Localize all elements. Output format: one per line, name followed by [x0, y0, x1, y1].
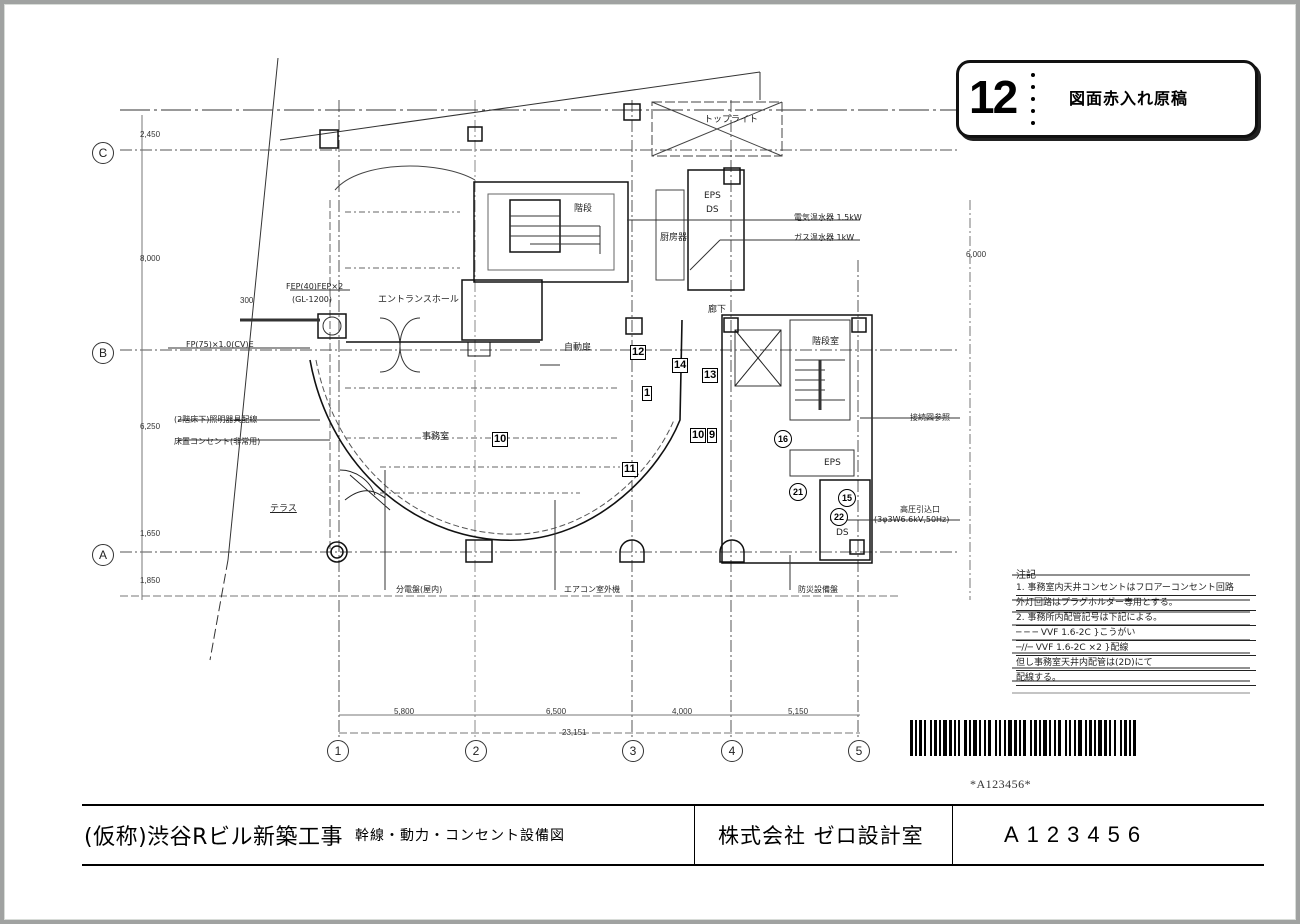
- note-line: ─ ─ ─ VVF 1.6-2C }こうがい: [1016, 626, 1256, 641]
- note-line: ─//─ VVF 1.6-2C ×2 }配線: [1016, 641, 1256, 656]
- tag-11: 11: [622, 462, 638, 477]
- barcode: [910, 720, 1250, 756]
- dim-row-top: 2,450: [140, 130, 161, 139]
- grid-bubble-C: C: [92, 142, 114, 164]
- tag-10: 10: [492, 432, 509, 447]
- tag-1: 1: [642, 386, 653, 401]
- label-ds-2: DS: [836, 528, 849, 538]
- note-hv-incoming-sub: (3φ3W6.6kV,50Hz): [874, 515, 950, 524]
- dim-total: 23,151: [562, 728, 587, 737]
- title-block-project-cell: (仮称)渋谷Rビル新築工事 幹線・動力・コンセント設備図: [82, 806, 695, 864]
- revision-badge: 12 図面赤入れ原稿: [956, 60, 1258, 138]
- tag-12: 12: [630, 345, 647, 360]
- note-line: 2. 事務所内配管記号は下記による。: [1016, 611, 1256, 626]
- company-name: 株式会社 ゼロ設計室: [718, 824, 924, 848]
- note-wall-1: (2階床下)照明器具配線: [174, 415, 258, 424]
- title-block-company-cell: 株式会社 ゼロ設計室: [694, 806, 953, 864]
- tag-14: 14: [672, 358, 689, 373]
- dim-row-ba: 6,250: [140, 422, 161, 431]
- label-corridor: 廊下: [708, 305, 727, 315]
- dim-row-a2: 1,850: [140, 576, 161, 585]
- note-gas-heater: ガス温水器 1kW: [794, 233, 855, 242]
- grid-bubble-4: 4: [721, 740, 743, 762]
- tag-15: 15: [838, 489, 856, 507]
- note-hv-incoming: 高圧引込口: [900, 505, 940, 514]
- label-stair-2: 階段室: [812, 337, 840, 347]
- barcode-text: *A123456*: [970, 777, 1032, 791]
- note-bottom-3: 防災設備盤: [798, 585, 838, 594]
- note-wall-2: 床置コンセント(非常用): [174, 437, 261, 446]
- label-terrace: テラス: [270, 504, 297, 514]
- tag-10b: 10: [690, 428, 707, 443]
- title-block-number-cell: A123456: [952, 806, 1264, 864]
- tag-22: 22: [830, 508, 848, 526]
- label-stair-1: 階段: [574, 204, 593, 214]
- tag-9: 9: [707, 428, 718, 443]
- drawing-sheet: C B A 1 2 3 4 5 5,800 6,500 4,000 5,150 …: [4, 4, 1296, 920]
- grid-bubble-A: A: [92, 544, 114, 566]
- note-line: 配線する。: [1016, 671, 1256, 686]
- drawing-title: 幹線・動力・コンセント設備図: [354, 828, 565, 844]
- note-bottom-1: 分電盤(屋内): [396, 585, 443, 594]
- note-conduit-1-sub: (GL-1200): [292, 295, 333, 304]
- dim-span-3-4: 4,000: [672, 707, 693, 716]
- sheet-edge: [4, 4, 1296, 920]
- badge-label: 図面赤入れ原稿: [1069, 89, 1189, 108]
- dim-span-4-5: 5,150: [788, 707, 809, 716]
- dim-span-2-3: 6,500: [546, 707, 567, 716]
- dim-top-left: 300: [240, 296, 254, 305]
- floor-plan: [120, 57, 1250, 740]
- note-bottom-2: エアコン室外機: [564, 585, 620, 594]
- dim-span-1-2: 5,800: [394, 707, 415, 716]
- badge-dots: [1031, 73, 1035, 125]
- tag-21: 21: [789, 483, 807, 501]
- dim-row-cb: 8,000: [140, 254, 161, 263]
- label-entrance-hall: エントランスホール: [378, 295, 459, 305]
- label-office: 事務室: [422, 432, 450, 442]
- note-line: 外灯回路はプラグホルダー専用とする。: [1016, 596, 1256, 611]
- drawing-number: A123456: [1004, 822, 1149, 847]
- dim-row-a1: 1,650: [140, 529, 161, 538]
- label-auto-door: 自動扉: [564, 343, 592, 353]
- title-block: (仮称)渋谷Rビル新築工事 幹線・動力・コンセント設備図 株式会社 ゼロ設計室 …: [82, 804, 1264, 866]
- label-mechanical: 厨房器: [660, 233, 688, 243]
- label-ds: DS: [706, 205, 719, 215]
- notes-panel: 注記 1. 事務室内天井コンセントはフロアーコンセント回路 外灯回路はプラグホル…: [1016, 566, 1256, 686]
- note-water-heater: 電気温水器 1.5kW: [794, 213, 862, 222]
- notes-title: 注記: [1016, 570, 1036, 581]
- badge-number: 12: [969, 71, 1018, 123]
- grid-bubble-2: 2: [465, 740, 487, 762]
- label-eps: EPS: [704, 191, 721, 201]
- note-line: 1. 事務室内天井コンセントはフロアーコンセント回路: [1016, 581, 1256, 596]
- label-eps-2: EPS: [824, 458, 841, 468]
- grid-bubble-3: 3: [622, 740, 644, 762]
- note-line: 但し事務室天井内配管は(2D)にて: [1016, 656, 1256, 671]
- tag-16: 16: [774, 430, 792, 448]
- label-top-light: トップライト: [704, 115, 759, 125]
- note-conduit-1: FEP(40)FEP×2: [286, 282, 344, 291]
- dim-right: 6,000: [966, 250, 987, 259]
- grid-bubble-5: 5: [848, 740, 870, 762]
- tag-13: 13: [702, 368, 719, 383]
- grid-bubble-B: B: [92, 342, 114, 364]
- grid-bubble-1: 1: [327, 740, 349, 762]
- note-connect-ref: 接続図参照: [910, 413, 950, 422]
- project-name: (仮称)渋谷Rビル新築工事: [84, 825, 343, 850]
- note-cable-b: FP(75)×1.0(CV)E: [186, 340, 254, 349]
